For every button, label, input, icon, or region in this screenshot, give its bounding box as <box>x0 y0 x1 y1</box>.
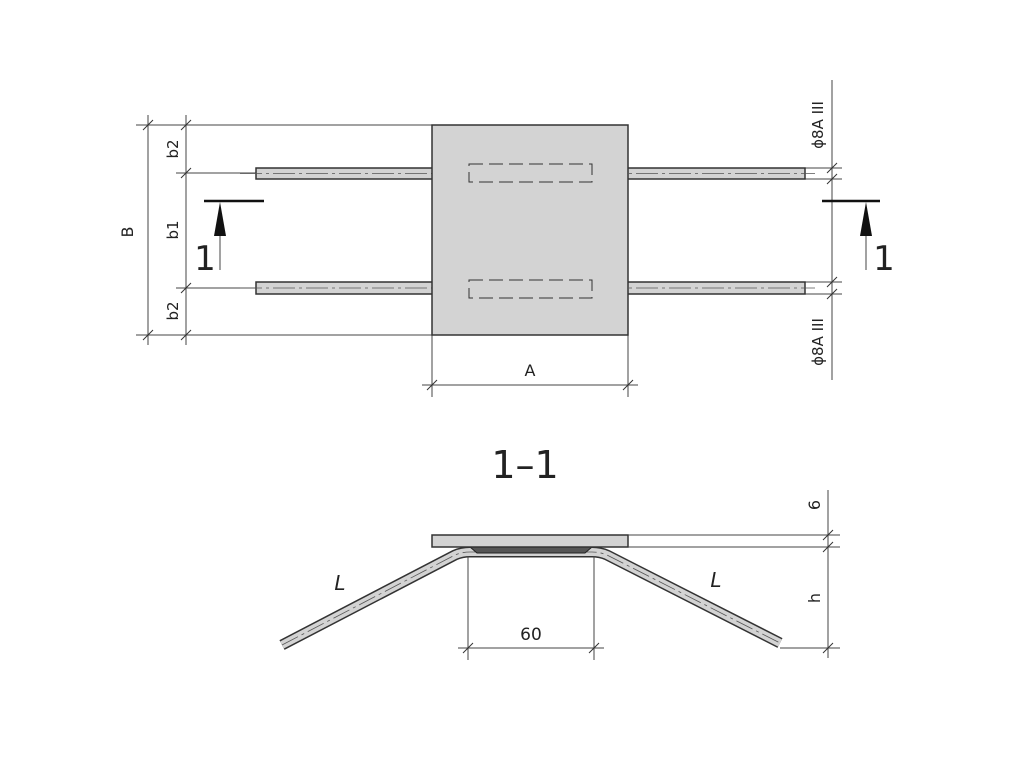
dim-b2-top-label: b2 <box>164 139 182 158</box>
plan-view: B b2 b1 b2 A ϕ8A III ϕ8A III 1 1 <box>118 80 895 397</box>
hidden-weld-top <box>468 163 593 183</box>
section-mark-left-number: 1 <box>194 239 216 279</box>
section-mark-left: 1 <box>194 199 264 279</box>
steel-plate <box>431 124 629 336</box>
weld-shim <box>468 546 594 554</box>
dim-thickness-label: 6 <box>805 500 824 510</box>
dimension-ticks <box>142 119 838 391</box>
rebar-label-top: ϕ8A III <box>809 101 827 149</box>
dim-h-label: h <box>805 593 824 603</box>
section-dimension-ticks <box>462 529 834 654</box>
dim-b1-label: b1 <box>164 220 182 239</box>
length-L-left: L <box>334 571 345 595</box>
length-L-right: L <box>710 568 721 592</box>
rebar-label-bottom: ϕ8A III <box>809 318 827 366</box>
dimension-lines <box>147 80 833 386</box>
dim-b2-bottom-label: b2 <box>164 301 182 320</box>
section-mark-right: 1 <box>822 199 895 279</box>
dim-A-label: A <box>525 361 536 380</box>
hidden-weld-bottom <box>468 279 593 299</box>
dim-60-label: 60 <box>520 625 542 645</box>
section-title: 1–1 <box>491 443 558 487</box>
section-dimension-lines <box>458 490 840 660</box>
section-plate <box>431 534 629 548</box>
dim-B-label: B <box>118 227 137 238</box>
section-mark-right-number: 1 <box>873 239 895 279</box>
section-view: 1–1 6 h 60 L L <box>279 443 840 660</box>
